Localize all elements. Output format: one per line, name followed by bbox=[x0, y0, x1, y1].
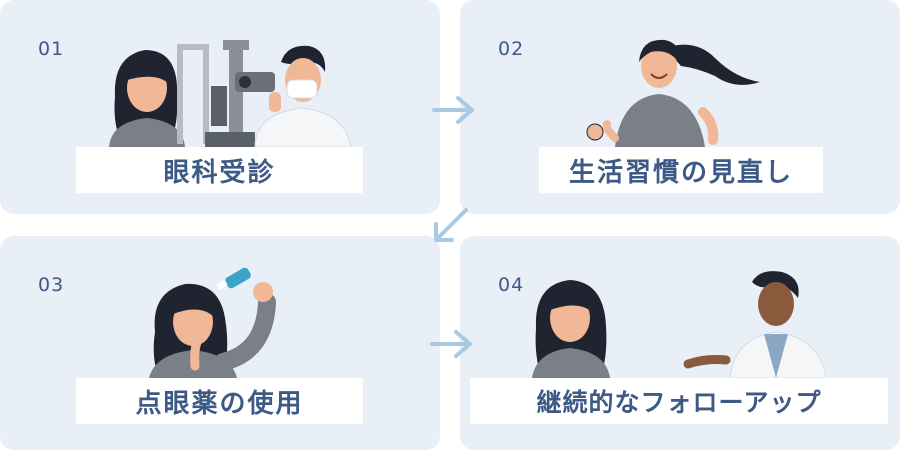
step-label: 眼科受診 bbox=[76, 147, 363, 193]
step-card-4: 04 継続的なフォローアップ bbox=[460, 236, 900, 450]
step-card-1: 01 眼科受診 bbox=[0, 0, 440, 214]
step-number: 03 bbox=[38, 274, 65, 296]
running-woman-illustration bbox=[586, 39, 760, 147]
step-card-2: 02 生活習慣の見直し bbox=[460, 0, 900, 214]
eye-drops-illustration bbox=[149, 267, 276, 378]
doctor-consultation-illustration bbox=[532, 271, 827, 378]
eye-exam-illustration bbox=[109, 40, 352, 147]
step-number: 02 bbox=[498, 38, 525, 60]
step-label: 点眼薬の使用 bbox=[76, 378, 363, 424]
arrow-icon bbox=[434, 208, 468, 242]
arrow-icon bbox=[430, 330, 472, 358]
step-card-3: 03 点眼薬の使用 bbox=[0, 236, 440, 450]
arrow-icon bbox=[432, 96, 474, 124]
step-label: 生活習慣の見直し bbox=[539, 147, 823, 193]
step-number: 04 bbox=[498, 274, 525, 296]
step-number: 01 bbox=[38, 38, 65, 60]
step-label: 継続的なフォローアップ bbox=[470, 378, 888, 424]
